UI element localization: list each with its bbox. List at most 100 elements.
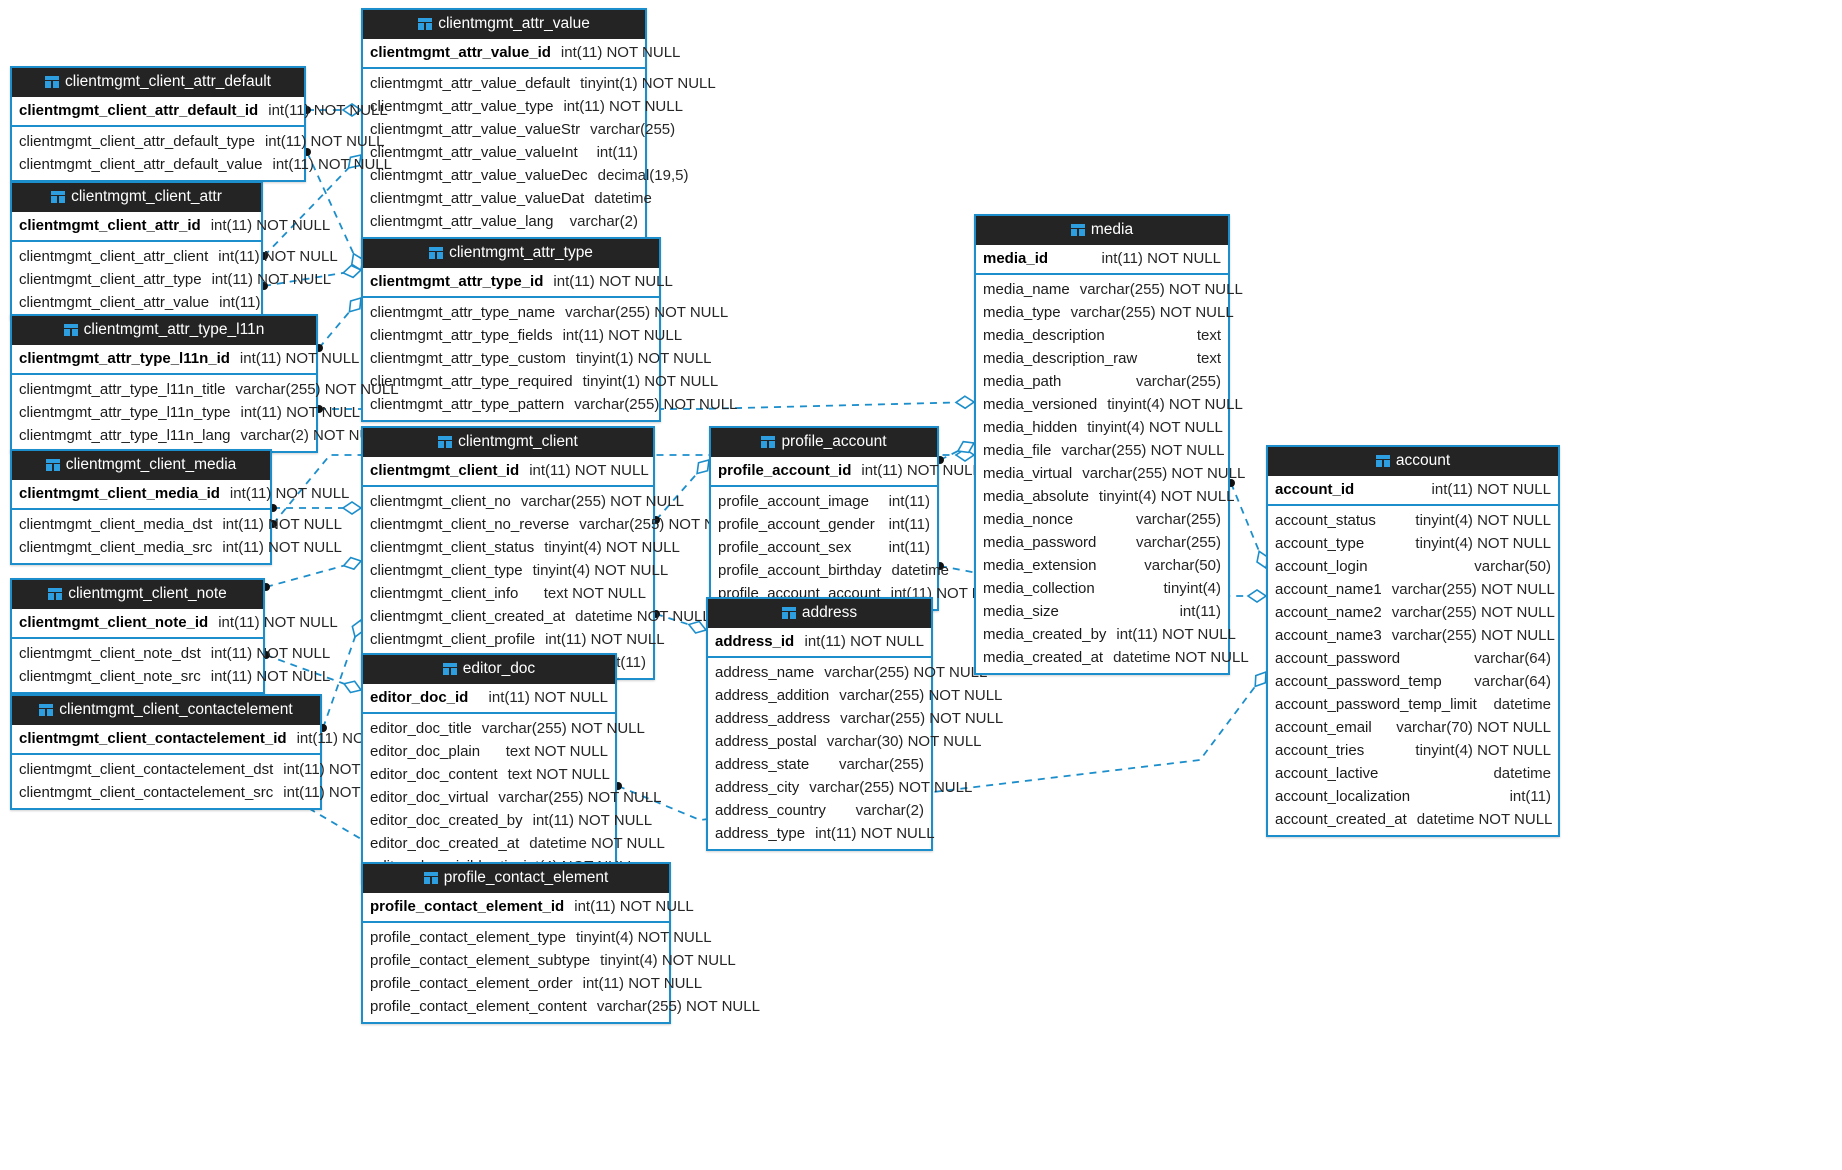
entity-header[interactable]: profile_account [711, 428, 937, 457]
entity-header[interactable]: clientmgmt_client_note [12, 580, 263, 609]
entity-header[interactable]: media [976, 216, 1228, 245]
entity-header[interactable]: clientmgmt_client_media [12, 451, 270, 480]
entity-header[interactable]: clientmgmt_attr_type [363, 239, 659, 268]
entity-header[interactable]: editor_doc [363, 655, 615, 684]
entity-header[interactable]: clientmgmt_client_contactelement [12, 696, 320, 725]
entity-header[interactable]: account [1268, 447, 1558, 476]
entity-header[interactable]: clientmgmt_attr_type_l11n [12, 316, 316, 345]
entity-header[interactable]: clientmgmt_client [363, 428, 653, 457]
entity-header[interactable]: clientmgmt_client_attr_default [12, 68, 304, 97]
